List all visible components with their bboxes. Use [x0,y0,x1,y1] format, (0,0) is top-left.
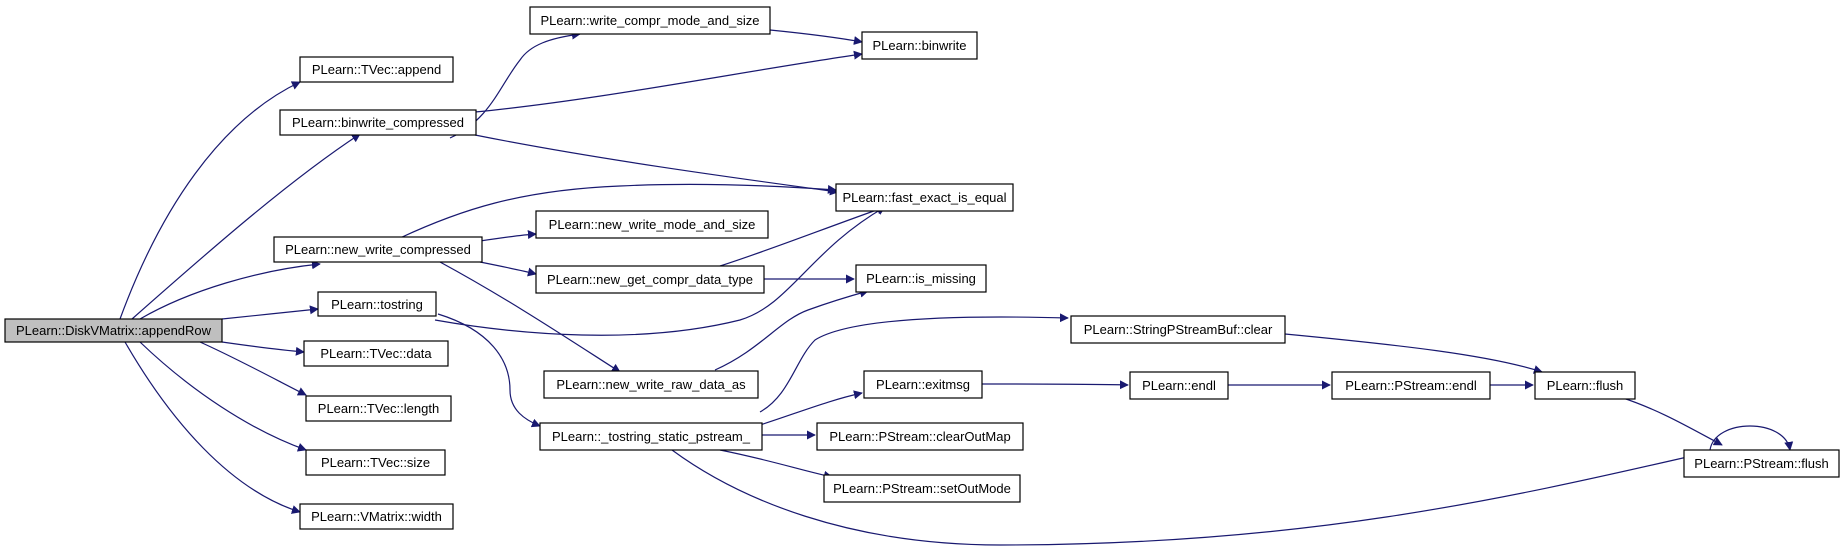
node-label-tvec-append: PLearn::TVec::append [312,62,441,77]
node-fast-exact-is-equal[interactable]: PLearn::fast_exact_is_equal [835,183,1014,212]
node-label-binwrite-compressed: PLearn::binwrite_compressed [292,115,464,130]
node-label-tvec-size: PLearn::TVec::size [321,455,430,470]
node-endl[interactable]: PLearn::endl [1129,371,1229,400]
edge-appendrow-vmatrix-width [124,341,301,514]
node-label-endl: PLearn::endl [1142,378,1216,393]
node-label-write-compr-mode-and-size: PLearn::write_compr_mode_and_size [541,13,760,28]
edge-appendrow-binwrite-compressed [131,133,361,320]
edge-pstream-flush-self [1709,425,1794,451]
node-tvec-data[interactable]: PLearn::TVec::data [303,340,449,367]
edge-appendrow-tvec-length [199,341,307,396]
edge-binwrite-compressed-fast-exact [474,134,839,196]
node-label-setoutmode: PLearn::PStream::setOutMode [833,481,1011,496]
node-new-write-raw-data-as[interactable]: PLearn::new_write_raw_data_as [543,370,759,399]
edge-new-write-raw-is-missing [714,288,869,371]
node-write-compr-mode-and-size[interactable]: PLearn::write_compr_mode_and_size [529,6,771,35]
node-new-get-compr-data-type[interactable]: PLearn::new_get_compr_data_type [535,265,765,294]
node-setoutmode[interactable]: PLearn::PStream::setOutMode [823,474,1021,503]
node-label-tvec-length: PLearn::TVec::length [318,401,439,416]
node-label-flush: PLearn::flush [1547,378,1624,393]
node-label-pstream-flush: PLearn::PStream::flush [1694,456,1828,471]
node-label-stringpstreambuf-clear: PLearn::StringPStreamBuf::clear [1084,322,1273,337]
node-label-tvec-data: PLearn::TVec::data [320,346,432,361]
edge-write-compr-binwrite [769,29,863,45]
node-label-exitmsg: PLearn::exitmsg [876,377,970,392]
node-new-write-mode-and-size[interactable]: PLearn::new_write_mode_and_size [535,210,769,239]
edge-tostring-static-setoutmode [719,449,833,480]
node-label-is-missing: PLearn::is_missing [866,271,976,286]
edge-binwrite-compressed-write-compr [449,30,581,139]
node-tostring[interactable]: PLearn::tostring [317,291,437,317]
edge-appendrow-tvec-size [139,341,307,452]
node-tostring-static-pstream[interactable]: PLearn::_tostring_static_pstream_ [539,422,763,451]
node-label-new-get-compr-data-type: PLearn::new_get_compr_data_type [547,272,753,287]
node-label-vmatrix-width: PLearn::VMatrix::width [311,509,442,524]
node-tvec-length[interactable]: PLearn::TVec::length [305,395,452,422]
node-label-clearoutmap: PLearn::PStream::clearOutMap [829,429,1010,444]
node-label-tostring-static-pstream: PLearn::_tostring_static_pstream_ [552,429,751,444]
node-label-new-write-mode-and-size: PLearn::new_write_mode_and_size [549,217,756,232]
node-label-binwrite: PLearn::binwrite [873,38,967,53]
edge-tostring-static-stringpstreambuf-clear [759,313,1069,413]
edge-new-write-compressed-new-get-compr [479,261,537,277]
node-pstream-flush[interactable]: PLearn::PStream::flush [1683,449,1840,478]
edge-new-write-compressed-new-write-mode [479,230,537,242]
edge-appendrow-new-write-compressed [139,260,321,320]
node-stringpstreambuf-clear[interactable]: PLearn::StringPStreamBuf::clear [1070,315,1286,344]
node-vmatrix-width[interactable]: PLearn::VMatrix::width [299,503,454,530]
node-binwrite-compressed[interactable]: PLearn::binwrite_compressed [279,109,477,136]
edge-appendrow-tvec-append [119,81,301,320]
node-flush[interactable]: PLearn::flush [1534,371,1636,400]
node-clearoutmap[interactable]: PLearn::PStream::clearOutMap [816,422,1024,451]
edge-stringpstreambuf-clear-flush [1284,333,1543,374]
edge-flush-pstream-flush [1619,396,1723,446]
node-binwrite[interactable]: PLearn::binwrite [861,31,978,60]
edge-tostring-tostring-static [437,313,541,428]
node-is-missing[interactable]: PLearn::is_missing [855,264,987,293]
node-label-new-write-raw-data-as: PLearn::new_write_raw_data_as [556,377,746,392]
node-new-write-compressed[interactable]: PLearn::new_write_compressed [273,236,483,263]
edge-appendrow-tvec-data [221,341,305,356]
edge-new-write-compressed-fast-exact [399,183,837,239]
node-label-new-write-compressed: PLearn::new_write_compressed [285,242,471,257]
edge-tostring-static-exitmsg [759,390,863,426]
edge-new-write-compressed-new-write-raw [439,261,621,373]
node-label-fast-exact-is-equal: PLearn::fast_exact_is_equal [842,190,1006,205]
nodes: PLearn::DiskVMatrix::appendRow PLearn::T… [4,6,1840,530]
edge-tostring-fast-exact [434,206,886,336]
node-label-pstream-endl: PLearn::PStream::endl [1345,378,1477,393]
node-tvec-size[interactable]: PLearn::TVec::size [305,449,446,476]
node-appendrow[interactable]: PLearn::DiskVMatrix::appendRow [4,318,223,343]
node-label-appendrow: PLearn::DiskVMatrix::appendRow [16,323,212,338]
edge-exitmsg-endl [981,380,1129,390]
node-label-tostring: PLearn::tostring [331,297,423,312]
edge-binwrite-compressed-binwrite [474,50,863,113]
edges [119,29,1794,546]
node-pstream-endl[interactable]: PLearn::PStream::endl [1331,371,1491,400]
edge-tostring-static-pstream-flush [671,449,1697,546]
edge-new-get-compr-fast-exact [719,205,886,267]
edge-appendrow-tostring [221,305,319,320]
node-exitmsg[interactable]: PLearn::exitmsg [863,370,983,399]
node-tvec-append[interactable]: PLearn::TVec::append [299,56,454,83]
